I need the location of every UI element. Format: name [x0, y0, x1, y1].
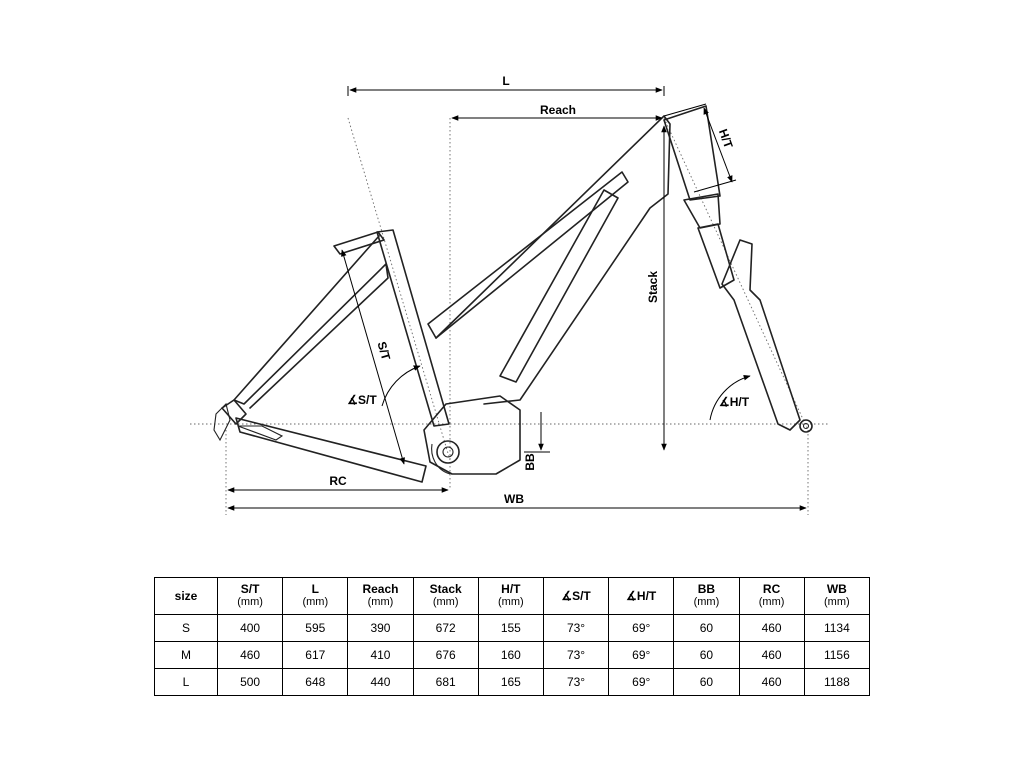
size-cell: M: [154, 641, 218, 669]
table-cell: 165: [477, 668, 544, 696]
table-cell: 69°: [608, 614, 675, 642]
head-tube: [663, 105, 721, 201]
head-tube-label: H/T: [716, 127, 736, 151]
top-tube: [435, 115, 671, 405]
reference-lines: [190, 117, 830, 515]
column-header: RC(mm): [738, 577, 805, 615]
table-cell: 73°: [542, 668, 610, 696]
stack-label: Stack: [646, 271, 660, 303]
table-cell: 460: [738, 641, 805, 669]
column-header: BB(mm): [673, 577, 740, 615]
rear-dropout: [221, 399, 247, 425]
table-cell: 460: [216, 641, 284, 669]
dimension-lines: [227, 86, 807, 511]
bb-label: BB: [523, 453, 537, 471]
front-axle: [799, 419, 813, 433]
table-cell: 410: [347, 641, 414, 669]
table-cell: 1134: [803, 614, 871, 642]
table-cell: 440: [347, 668, 414, 696]
reach-label: Reach: [540, 103, 576, 117]
table-cell: 460: [738, 614, 805, 642]
size-header: size: [154, 577, 218, 615]
table-cell: 460: [738, 668, 805, 696]
frame-geometry-diagram: L Reach H/T Stack S/T ∡S/T ∡H/T BB RC WB: [190, 74, 830, 515]
table-cell: 617: [282, 641, 349, 669]
size-cell: S: [154, 614, 218, 642]
table-row: L 500 648 440 681 165 73° 69° 60 460 118…: [154, 668, 871, 696]
column-header: S/T(mm): [216, 577, 284, 615]
table-cell: 400: [216, 614, 284, 642]
table-cell: 500: [216, 668, 284, 696]
seat-tube: [376, 229, 450, 427]
down-tube: [427, 171, 629, 339]
table-row: M 460 617 410 676 160 73° 69° 60 460 115…: [154, 641, 871, 669]
table-cell: 60: [673, 641, 740, 669]
head-angle-arc: [709, 375, 751, 421]
table-cell: 60: [673, 668, 740, 696]
table-cell: 681: [412, 668, 479, 696]
table-cell: 69°: [608, 668, 675, 696]
table-cell: 648: [282, 668, 349, 696]
dimension-labels: L Reach H/T Stack S/T ∡S/T ∡H/T BB RC WB: [329, 74, 749, 506]
table-cell: 676: [412, 641, 479, 669]
bike-frame: [213, 105, 813, 483]
seat-stay: [233, 235, 387, 405]
table-cell: 69°: [608, 641, 675, 669]
battery: [499, 189, 619, 383]
column-header: H/T(mm): [477, 577, 544, 615]
table-cell: 595: [282, 614, 349, 642]
table-cell: 73°: [542, 614, 610, 642]
fork-lower: [721, 239, 801, 431]
table-row: S 400 595 390 672 155 73° 69° 60 460 113…: [154, 614, 871, 642]
seat-tube-dimension: [341, 249, 405, 465]
table-cell: 155: [477, 614, 544, 642]
table-cell: 73°: [542, 641, 610, 669]
motor-housing: [423, 395, 521, 475]
column-header: ∡S/T: [542, 577, 610, 615]
geometry-table: size S/T(mm) L(mm) Reach(mm) Stack(mm) H…: [154, 577, 871, 696]
seat-angle-arc: [381, 365, 421, 407]
derailleur: [213, 402, 231, 442]
column-header: Stack(mm): [412, 577, 479, 615]
head-angle-label: ∡H/T: [719, 395, 750, 409]
column-header: Reach(mm): [347, 577, 414, 615]
column-header: L(mm): [282, 577, 349, 615]
fork-crown: [683, 193, 721, 229]
seat-tube-label: S/T: [375, 340, 394, 362]
wheelbase-label: WB: [504, 492, 524, 506]
table-cell: 1188: [803, 668, 871, 696]
table-cell: 1156: [803, 641, 871, 669]
rear-center-label: RC: [329, 474, 347, 488]
table-header-row: size S/T(mm) L(mm) Reach(mm) Stack(mm) H…: [154, 577, 871, 615]
seat-clamp: [333, 231, 385, 255]
table-cell: 60: [673, 614, 740, 642]
table-cell: 672: [412, 614, 479, 642]
column-header: ∡H/T: [608, 577, 675, 615]
size-cell: L: [154, 668, 218, 696]
column-header: WB(mm): [803, 577, 871, 615]
head-tube-dimension: [703, 107, 733, 183]
seat-angle-label: ∡S/T: [347, 393, 377, 407]
length-label: L: [502, 74, 509, 88]
table-cell: 390: [347, 614, 414, 642]
fork-stanchion: [697, 223, 735, 289]
crank-axle: [436, 440, 460, 464]
table-cell: 160: [477, 641, 544, 669]
